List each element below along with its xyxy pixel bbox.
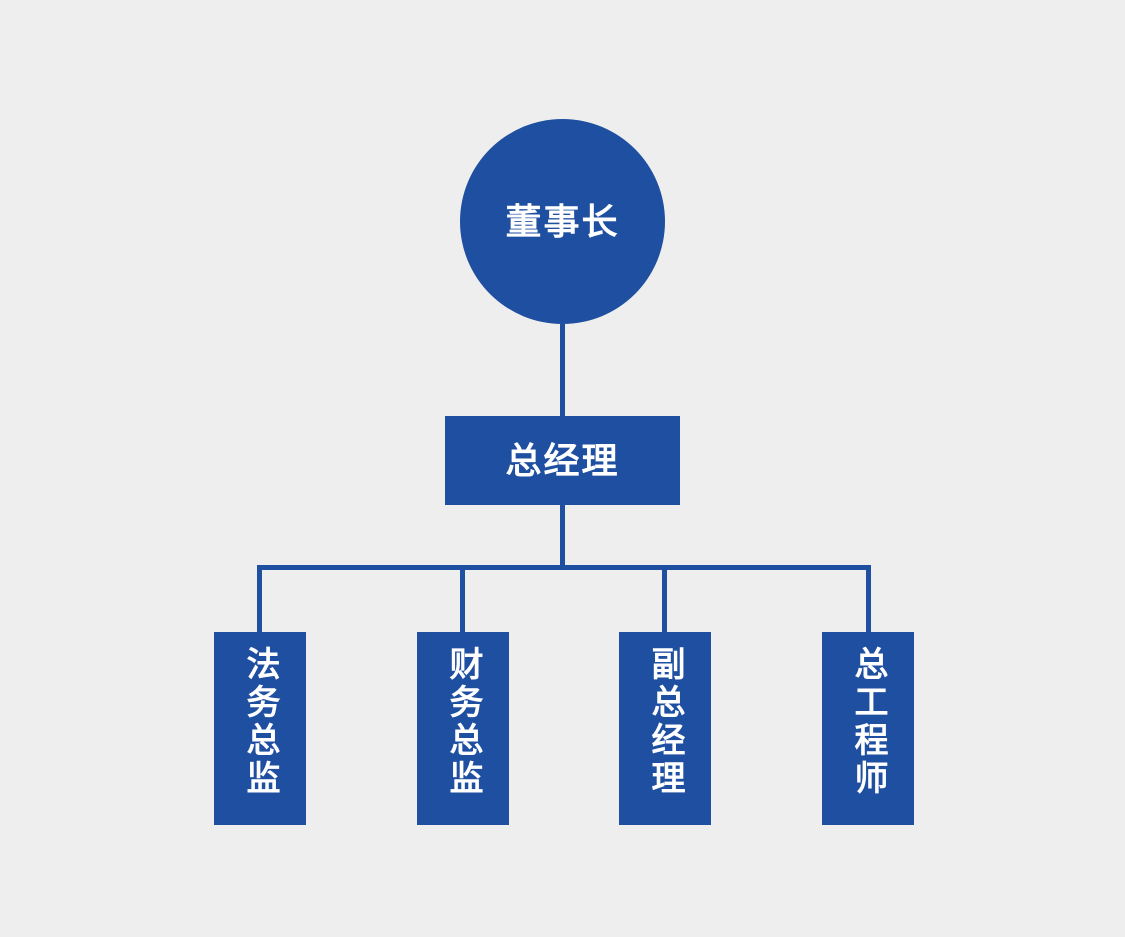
connector-horizontal-bus: [257, 565, 871, 570]
connector-chairman-to-general-manager: [560, 324, 565, 419]
node-finance-director-label: 财务总监: [444, 646, 482, 798]
connector-bus-to-deputy-general-manager: [662, 565, 667, 635]
node-finance-director[interactable]: 财务总监: [417, 632, 509, 825]
node-general-manager[interactable]: 总经理: [445, 416, 680, 505]
connector-general-manager-to-bus: [560, 503, 565, 568]
node-general-manager-label: 总经理: [505, 439, 620, 481]
connector-bus-to-chief-engineer: [866, 565, 871, 635]
node-chairman[interactable]: 董事长: [460, 119, 665, 324]
node-chief-engineer-label: 总工程师: [849, 646, 887, 798]
node-chief-engineer[interactable]: 总工程师: [822, 632, 914, 825]
node-deputy-general-manager-label: 副总经理: [646, 646, 684, 798]
node-legal-director[interactable]: 法务总监: [214, 632, 306, 825]
node-legal-director-label: 法务总监: [241, 646, 279, 798]
connector-bus-to-finance-director: [460, 565, 465, 635]
node-chairman-label: 董事长: [505, 200, 620, 242]
connector-bus-to-legal-director: [257, 565, 262, 635]
node-deputy-general-manager[interactable]: 副总经理: [619, 632, 711, 825]
